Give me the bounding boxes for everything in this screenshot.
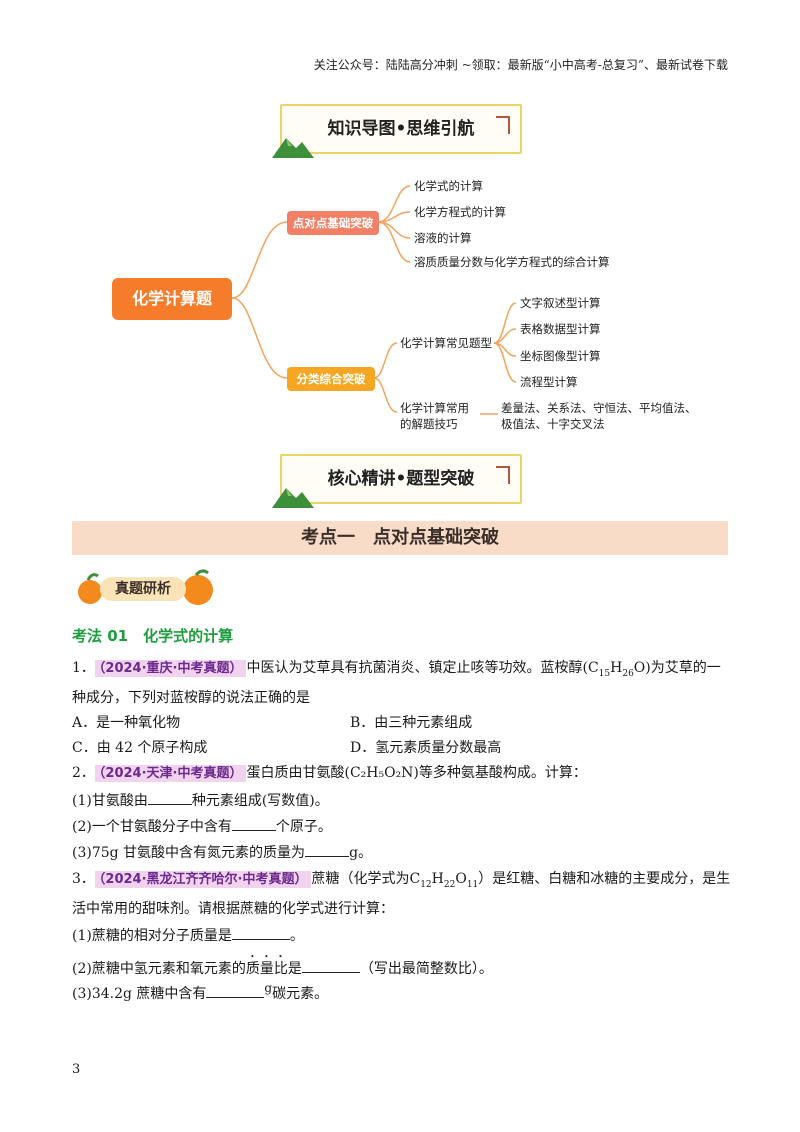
mindmap-leaf: 化学方程式的计算 <box>414 205 506 219</box>
mindmap-methods-l2: 极值法、十字交叉法 <box>501 417 605 431</box>
mindmap-leaf: 坐标图像型计算 <box>520 349 601 363</box>
zhenti-badge-label: 真题研析 <box>100 577 186 601</box>
question-text: 为艾草的一 <box>650 660 721 676</box>
answer-blank[interactable] <box>231 816 276 831</box>
orange-icon <box>78 569 213 605</box>
prompt-text: (2)蔗糖中氢元素和氧元素的 <box>72 961 246 977</box>
option-d: D．氢元素质量分数最高 <box>350 740 502 756</box>
mindmap-methods-l1: 差量法、关系法、守恒法、平均值法、 <box>501 401 697 415</box>
source-tag: （2024·重庆·中考真题） <box>94 660 247 677</box>
answer-blank[interactable] <box>206 983 265 998</box>
mindmap-leaf: 化学式的计算 <box>414 179 483 193</box>
prompt-text: 碳元素。 <box>272 986 329 1002</box>
answer-blank[interactable] <box>147 790 192 805</box>
formula-eucalyptol: (C15H26O) <box>582 660 651 679</box>
mindmap-root: 化学计算题 <box>112 278 232 320</box>
prompt-text: g。 <box>349 845 373 861</box>
mindmap-sub-techniques-l1: 化学计算常用 <box>400 401 469 415</box>
source-tag: （2024·天津·中考真题） <box>94 765 247 782</box>
mindmap-leaf: 表格数据型计算 <box>520 322 601 336</box>
answer-blank[interactable] <box>301 958 360 973</box>
question-text: 活中常用的甜味剂。请根据蔗糖的化学式进行计算： <box>72 901 394 917</box>
question-2: 2．（2024·天津·中考真题）蛋白质由甘氨酸(C₂H₅O₂N)等多种氨基酸构成… <box>72 763 587 784</box>
q2-part-3: (3)75g 甘氨酸中含有氮元素的质量为 g。 <box>72 842 372 863</box>
page-number: 3 <box>72 1062 81 1077</box>
unit-text: g <box>264 981 273 995</box>
question-text: 中医认为艾草具有抗菌消炎、镇定止咳等功效。蓝桉醇 <box>246 660 583 676</box>
option-b: B．由三种元素组成 <box>350 715 473 731</box>
mountain-icon <box>272 488 314 508</box>
mind-map-connectors <box>231 185 517 415</box>
answer-blank[interactable] <box>305 842 350 857</box>
section-title-bar: 考点一 点对点基础突破 <box>72 521 728 555</box>
q3-part-1: (1)蔗糖的相对分子质量是 。 <box>72 925 304 946</box>
question-3: 3．（2024·黑龙江齐齐哈尔·中考真题）蔗糖（化学式为C12H22O11）是红… <box>72 869 732 895</box>
mindmap-sub-techniques-l2: 的解题技巧 <box>400 417 458 431</box>
q2-part-2: (2)一个甘氨酸分子中含有 个原子。 <box>72 816 332 837</box>
method-title: 考法 01 化学式的计算 <box>72 627 234 645</box>
question-number: 3． <box>72 871 95 887</box>
mindmap-banner-title: 知识导图•思维引航 <box>327 119 475 139</box>
prompt-text: 是 <box>287 961 302 977</box>
q3-part-2: (2)蔗糖中氢元素和氧元素的质量比是 （写出最简整数比）。 <box>72 953 493 979</box>
formula-sucrose: C12H22O11 <box>409 871 479 890</box>
prompt-text: (3)75g 甘氨酸中含有氮元素的质量为 <box>72 845 306 861</box>
q3-part-3: (3)34.2g 蔗糖中含有 g碳元素。 <box>72 981 329 1004</box>
question-text: ）是红糖、白糖和冰糖的主要成分，是生 <box>478 871 731 887</box>
mindmap-leaf: 文字叙述型计算 <box>520 296 601 310</box>
emphasized-text: 质量比 <box>245 961 288 977</box>
prompt-text: 。 <box>289 928 304 944</box>
header-note: 关注公众号：陆陆高分冲刺 ~领取：最新版“小中高考-总复习”、最新试卷下载 <box>313 58 728 72</box>
core-banner-title: 核心精讲•题型突破 <box>327 469 475 489</box>
mind-map: 化学计算题 点对点基础突破 分类综合突破 化学式的计算 化学方程式的计算 溶液的… <box>0 0 800 440</box>
mindmap-leaf: 溶液的计算 <box>414 231 472 245</box>
mindmap-sub-types: 化学计算常见题型 <box>400 336 492 350</box>
mindmap-leaf: 溶质质量分数与化学方程式的综合计算 <box>414 255 610 269</box>
prompt-text: (1)甘氨酸由 <box>72 793 148 809</box>
mindmap-branch-basic: 点对点基础突破 <box>287 211 379 235</box>
source-tag: （2024·黑龙江齐齐哈尔·中考真题） <box>94 871 312 888</box>
mindmap-leaf: 流程型计算 <box>520 375 578 389</box>
question-1: 1．（2024·重庆·中考真题）中医认为艾草具有抗菌消炎、镇定止咳等功效。蓝桉醇… <box>72 658 732 684</box>
prompt-text: （写出最简整数比）。 <box>359 961 493 977</box>
prompt-text: 种元素组成(写数值)。 <box>191 793 329 809</box>
mindmap-banner: 知识导图•思维引航 <box>280 104 522 154</box>
question-text: 种成分，下列对蓝桉醇的说法正确的是 <box>72 690 310 706</box>
mountain-icon <box>272 138 314 158</box>
mindmap-branch-comprehensive: 分类综合突破 <box>287 367 375 391</box>
q2-part-1: (1)甘氨酸由 种元素组成(写数值)。 <box>72 790 329 811</box>
question-number: 2． <box>72 765 95 781</box>
prompt-text: (2)一个甘氨酸分子中含有 <box>72 819 232 835</box>
question-text: 蛋白质由甘氨酸(C₂H₅O₂N)等多种氨基酸构成。计算： <box>246 765 587 781</box>
zhenti-badge: 真题研析 <box>74 568 214 608</box>
prompt-text: 个原子。 <box>275 819 332 835</box>
prompt-text: (3)34.2g 蔗糖中含有 <box>72 986 207 1002</box>
prompt-text: (1)蔗糖的相对分子质量是 <box>72 928 232 944</box>
core-banner: 核心精讲•题型突破 <box>280 454 522 504</box>
option-c: C．由 42 个原子构成 <box>72 740 208 756</box>
option-a: A．是一种氧化物 <box>72 715 181 731</box>
section-title: 考点一 点对点基础突破 <box>301 527 499 548</box>
question-number: 1． <box>72 660 95 676</box>
question-text: 蔗糖（化学式为 <box>311 871 410 887</box>
answer-blank[interactable] <box>231 925 290 940</box>
